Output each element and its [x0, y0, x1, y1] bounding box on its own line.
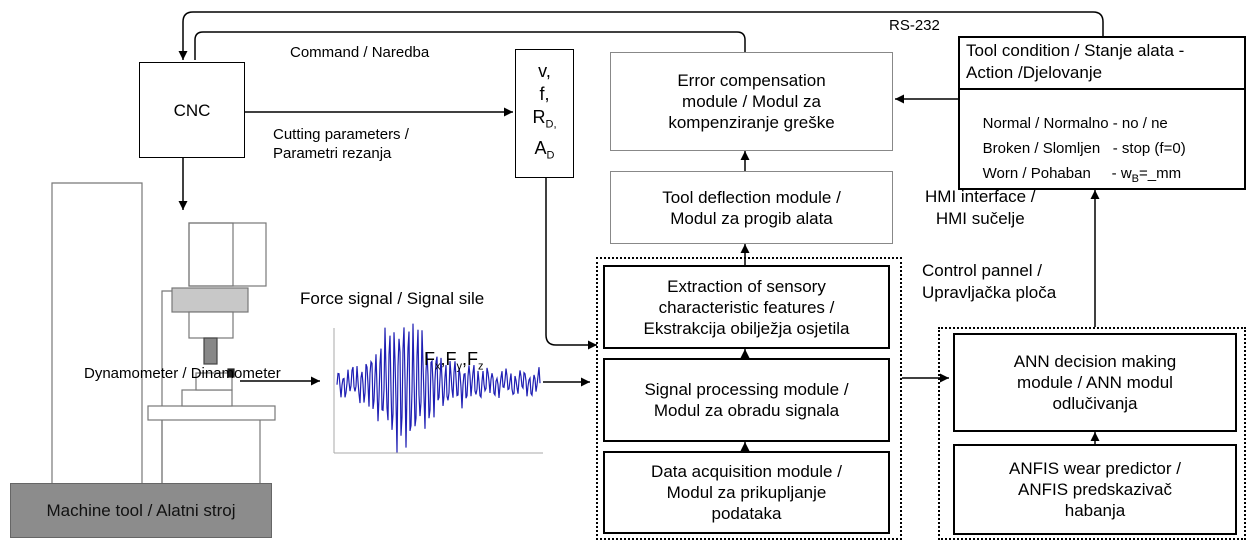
error-compensation-module: Error compensation module / Modul za kom…	[610, 52, 893, 151]
cutting-parameters-box: v, f, RD, AD	[515, 49, 574, 178]
force-signal-label: Force signal / Signal sile	[300, 289, 485, 308]
force-signal-trace	[336, 323, 541, 453]
tool-condition-divider	[960, 88, 1244, 90]
force-signal-plot	[333, 323, 543, 454]
ann-decision-module: ANN decision making module / ANN modul o…	[953, 333, 1237, 432]
cnc-box: CNC	[139, 62, 245, 158]
tool-condition-table: Tool condition / Stanje alata - Action /…	[958, 36, 1246, 190]
params-to-extraction-arrow	[545, 178, 597, 350]
cutting-parameters-label: Cutting parameters / Parametri rezanja	[273, 126, 409, 162]
tool-condition-row-broken: Broken / Slomljen - stop (f=0)	[982, 140, 1186, 157]
control-panel-label: Control pannel / Upravljačka ploča	[922, 261, 1057, 302]
command-line	[194, 31, 746, 60]
param-rd: RD,	[532, 106, 557, 131]
param-f: f,	[539, 83, 550, 104]
hmi-interface-label: HMI interface / HMI sučelje	[925, 187, 1036, 228]
signal-processing-module: Signal processing module / Modul za obra…	[603, 358, 890, 442]
tool-deflection-module: Tool deflection module / Modul za progib…	[610, 171, 893, 244]
param-v: v,	[538, 60, 551, 81]
feature-extraction-module: Extraction of sensory characteristic fea…	[603, 265, 890, 349]
force-components-label: Fx,Fy,Fz	[424, 349, 484, 373]
machine-tool-base: Machine tool / Alatni stroj	[10, 483, 272, 538]
tool-condition-row-worn: Worn / Pohaban - wB=_mm	[982, 165, 1182, 185]
anfis-wear-predictor: ANFIS wear predictor / ANFIS predskaziva…	[953, 444, 1237, 535]
tool-condition-row-normal: Normal / Normalno - no / ne	[982, 115, 1168, 132]
dynamometer-label: Dynamometer / Dinamometer	[84, 365, 281, 382]
tool-condition-header: Tool condition / Stanje alata - Action /…	[966, 41, 1185, 82]
rs232-line	[178, 11, 1104, 60]
param-ad: AD	[534, 137, 555, 162]
command-label: Command / Naredba	[290, 44, 430, 61]
control-panel-group	[938, 327, 1246, 540]
rs232-label: RS-232	[889, 17, 940, 34]
machine-tool-drawing	[51, 182, 276, 483]
data-acquisition-module: Data acquisition module / Modul za priku…	[603, 451, 890, 534]
signal-modules-group	[596, 257, 902, 540]
